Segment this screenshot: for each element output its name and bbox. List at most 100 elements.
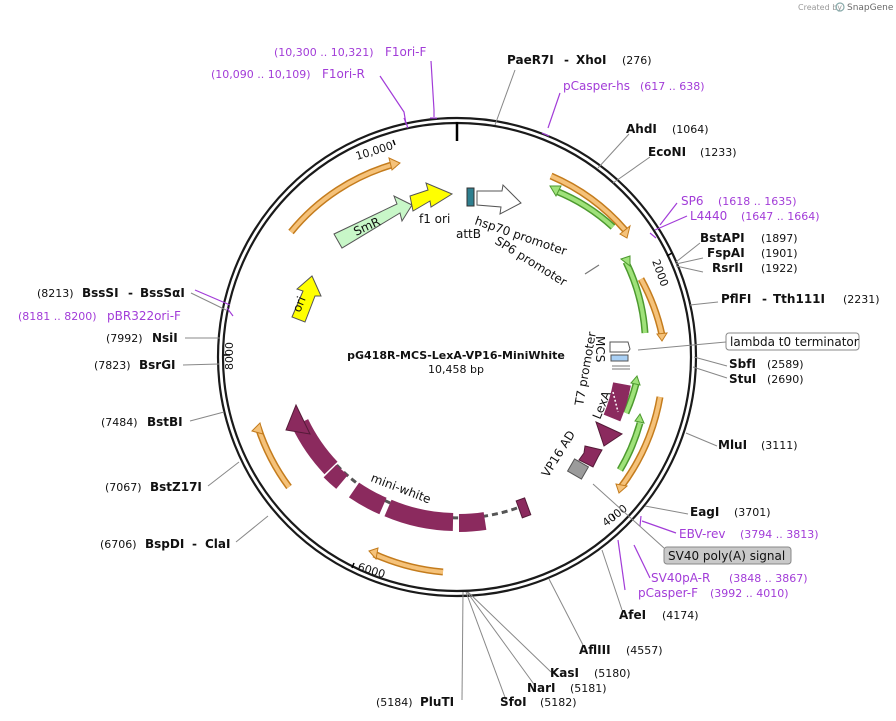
- primer-sp6-range: (1618 .. 1635): [718, 195, 797, 208]
- enzyme-bsrgi-label: BsrGI: [139, 358, 176, 372]
- primer-sp6-label: SP6: [681, 194, 704, 208]
- mcs-label: MCS: [593, 336, 607, 362]
- enzyme-bstbi-pos: (7484): [101, 416, 138, 429]
- primer-labels: (10,300 .. 10,321) F1ori-F (10,090 .. 10…: [18, 45, 820, 600]
- enzyme-afei-label: AfeI: [619, 608, 646, 622]
- lexa-feature: [603, 382, 631, 422]
- leader-paer7i: [494, 69, 516, 126]
- enzyme-sbfi-label: SbfI: [729, 357, 756, 371]
- enzyme-nari-pos: (5181): [570, 682, 607, 695]
- attb-label: attB: [456, 227, 481, 241]
- tick-10000: 10,000: [354, 139, 395, 163]
- enzyme-stui-label: StuI: [729, 372, 756, 386]
- backbone-outer: [216, 116, 698, 598]
- enzyme-rsrii-pos: (1922): [761, 262, 798, 275]
- plasmid-size: 10,458 bp: [428, 363, 484, 376]
- enzyme-xhoi-label: XhoI: [576, 53, 607, 67]
- enzyme-fspai-label: FspAI: [707, 246, 745, 260]
- enzyme-clai-label: ClaI: [205, 537, 230, 551]
- primer-f1ori-r-range: (10,090 .. 10,109): [211, 68, 311, 81]
- primer-pbr322ori-f-range: (8181 .. 8200): [18, 310, 97, 323]
- smr-feature: [333, 194, 413, 249]
- primer-ebv-rev-range: (3794 .. 3813): [740, 528, 819, 541]
- lambda-terminator-label: lambda t0 terminator: [730, 335, 859, 349]
- enzyme-ahdi-pos: (1064): [672, 123, 709, 136]
- enzyme-tth111i-label: Tth111I: [773, 292, 825, 306]
- enzyme-bstapi-label: BstAPI: [700, 231, 745, 245]
- enzyme-eagi-pos: (3701): [734, 506, 771, 519]
- primer-f1ori-f-range: (10,300 .. 10,321): [274, 46, 374, 59]
- tick-marks: [224, 139, 673, 569]
- enzyme-mlui-pos: (3111): [761, 439, 798, 452]
- sv40-polya-label: SV40 poly(A) signal: [668, 549, 785, 563]
- sp6-promoter-feature: [584, 264, 600, 275]
- smr-label: SmR: [351, 214, 382, 238]
- enzyme-mlui-label: MluI: [718, 438, 747, 452]
- enzyme-bsssi-label: BssSI: [82, 286, 119, 300]
- enzyme-bstz17i-pos: (7067): [105, 481, 142, 494]
- tick-6000: 6000: [356, 560, 387, 581]
- enzyme-nari-label: NarI: [527, 681, 556, 695]
- mcs-small-feature: [610, 354, 629, 362]
- mcs-feature: [609, 341, 631, 353]
- primer-markers: [194, 60, 688, 591]
- ori-feature: [291, 275, 322, 323]
- enzyme-nsii-label: NsiI: [152, 331, 178, 345]
- snapgene-logo-icon: [835, 2, 845, 12]
- enzyme-bstz17i-label: BstZ17I: [150, 480, 202, 494]
- svg-text:-: -: [564, 53, 569, 67]
- f1-ori-feature: [409, 182, 454, 212]
- enzyme-sfoi-pos: (5182): [540, 696, 577, 709]
- enzyme-pluti-pos: (5184): [376, 696, 413, 709]
- primer-pcasper-f-label: pCasper-F: [638, 586, 698, 600]
- enzyme-afliii-label: AflIII: [579, 643, 611, 657]
- f1-ori-label: f1 ori: [419, 212, 450, 226]
- enzyme-kasi-label: KasI: [550, 666, 579, 680]
- sv40-polya-box: [663, 546, 792, 565]
- enzyme-econi-label: EcoNI: [648, 145, 686, 159]
- green-arrows: [549, 185, 649, 472]
- enzyme-sfoi-label: SfoI: [500, 695, 527, 709]
- svg-text:-: -: [128, 286, 133, 300]
- orange-arrows-outer: [251, 157, 668, 576]
- svg-text:-: -: [762, 292, 767, 306]
- primer-pbr322ori-f-label: pBR322ori-F: [107, 309, 181, 323]
- enzyme-kasi-pos: (5180): [594, 667, 631, 680]
- enzyme-bsrgi-pos: (7823): [94, 359, 131, 372]
- enzyme-ahdi-label: AhdI: [626, 122, 657, 136]
- plasmid-name: pG418R-MCS-LexA-VP16-MiniWhite: [347, 349, 565, 362]
- svg-text:-: -: [192, 537, 197, 551]
- tick-2000: 2000: [649, 258, 671, 289]
- primer-sv40pa-r-label: SV40pA-R: [651, 571, 710, 585]
- enzyme-sbfi-pos: (2589): [767, 358, 804, 371]
- primer-f1ori-r-label: F1ori-R: [322, 67, 365, 81]
- primer-pcasper-hs-label: pCasper-hs: [563, 79, 630, 93]
- primer-sv40pa-r-range: (3848 .. 3867): [729, 572, 808, 585]
- enzyme-bstbi-label: BstBI: [147, 415, 183, 429]
- created-by-text: Created by: [798, 3, 842, 12]
- primer-pcasper-f-range: (3992 .. 4010): [710, 587, 789, 600]
- enzyme-paer7i-label: PaeR7I: [507, 53, 554, 67]
- enzyme-afliii-pos: (4557): [626, 644, 663, 657]
- enzyme-fspai-pos: (1901): [761, 247, 798, 260]
- enzyme-pluti-label: PluTI: [420, 695, 454, 709]
- primer-f1ori-f-label: F1ori-F: [385, 45, 426, 59]
- enzyme-eagi-label: EagI: [690, 505, 719, 519]
- enzyme-bspdi-pos: (6706): [100, 538, 137, 551]
- enzyme-bsssai-label: BssSαI: [140, 286, 185, 300]
- enzyme-afei-pos: (4174): [662, 609, 699, 622]
- mini-white-feature: [285, 403, 532, 532]
- gray-feature-block: [566, 458, 590, 480]
- primer-l4440-range: (1647 .. 1664): [741, 210, 820, 223]
- primer-pcasper-hs-range: (617 .. 638): [640, 80, 705, 93]
- attb-feature: [466, 187, 475, 207]
- enzyme-bsssi-pos: (8213): [37, 287, 74, 300]
- enzyme-rsrii-label: RsrII: [712, 261, 743, 275]
- enzyme-pflfi-label: PflFI: [721, 292, 751, 306]
- enzyme-econi-pos: (1233): [700, 146, 737, 159]
- enzyme-leader-lines: [182, 69, 728, 701]
- snapgene-brand-text: SnapGene: [847, 3, 894, 13]
- ori-label: ori: [290, 294, 309, 314]
- enzyme-bspdi-label: BspDI: [145, 537, 184, 551]
